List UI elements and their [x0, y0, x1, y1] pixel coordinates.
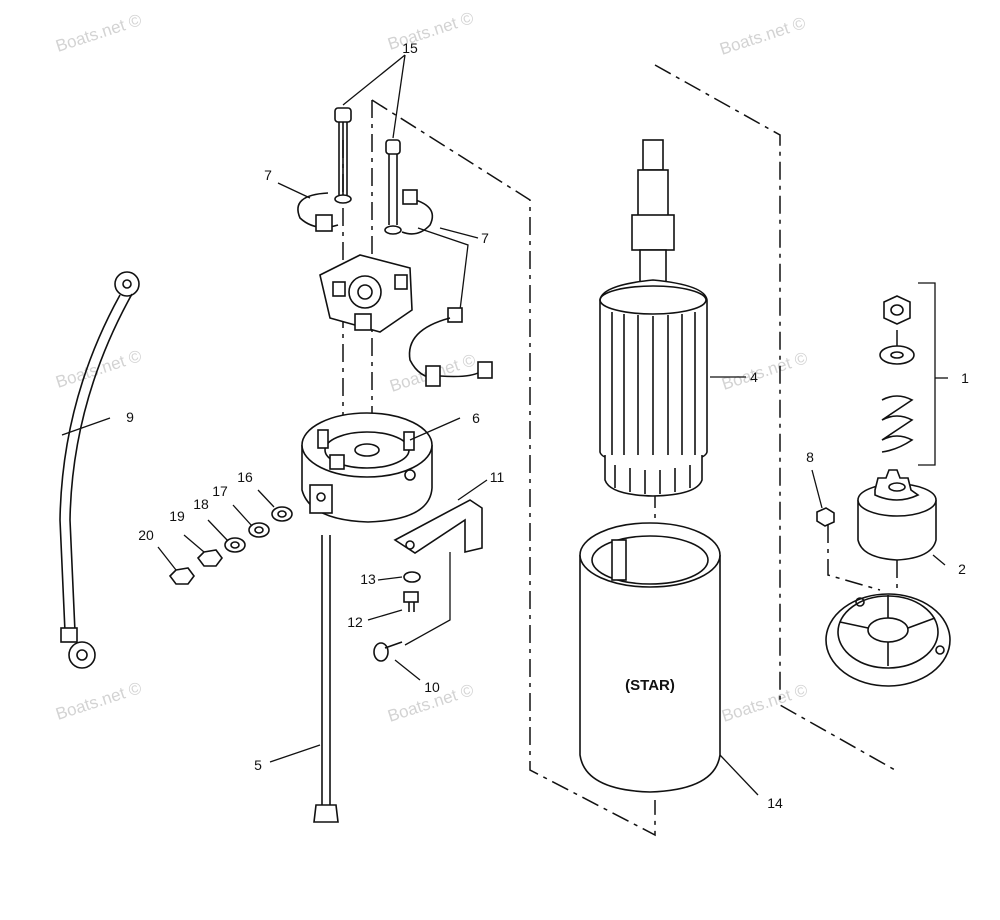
callout-17: 17	[212, 483, 228, 499]
brush-lead	[408, 227, 493, 387]
callout-7: 7	[264, 167, 272, 183]
watermark: Boats.net ©	[719, 680, 810, 726]
callout-19: 19	[169, 508, 185, 524]
callout-18: 18	[193, 496, 209, 512]
mounting-bracket	[373, 499, 483, 662]
battery-cable	[59, 271, 140, 669]
callout-1: 1	[961, 370, 969, 386]
pinion-gear	[857, 469, 937, 561]
watermark: Boats.net ©	[53, 678, 144, 724]
callout-13: 13	[360, 571, 376, 587]
watermark: Boats.net ©	[719, 348, 810, 394]
callout-10: 10	[424, 679, 440, 695]
callout-12: 12	[347, 614, 363, 630]
callout-9: 9	[126, 409, 134, 425]
motor-housing: (STAR)	[579, 522, 721, 793]
through-bolt	[313, 535, 339, 823]
callout-4: 4	[750, 369, 758, 385]
watermark: Boats.net ©	[53, 346, 144, 392]
watermark: Boats.net ©	[717, 13, 808, 59]
watermark: Boats.net ©	[53, 10, 144, 56]
housing-label: (STAR)	[625, 677, 675, 694]
callout-16: 16	[237, 469, 253, 485]
drive-end-plate	[825, 593, 951, 687]
leader-lines	[61, 54, 948, 796]
screws	[334, 107, 402, 235]
watermark: Boats.net ©	[385, 8, 476, 54]
callout-5: 5	[254, 757, 262, 773]
armature	[599, 139, 708, 497]
callout-numbers: 15 7 7 1 4 9 6 8 11 16 17 18 19 20 2 13 …	[126, 40, 969, 811]
callout-15: 15	[402, 40, 418, 56]
drive-spring-stack	[879, 295, 915, 453]
callout-7: 7	[481, 230, 489, 246]
terminal-hardware	[168, 506, 293, 585]
callout-14: 14	[767, 795, 783, 811]
callout-8: 8	[806, 449, 814, 465]
brush-plate	[319, 254, 413, 333]
end-cap	[301, 412, 433, 523]
brush-springs	[297, 189, 434, 235]
callout-20: 20	[138, 527, 154, 543]
callout-2: 2	[958, 561, 966, 577]
callout-6: 6	[472, 410, 480, 426]
callout-11: 11	[490, 469, 505, 485]
small-nut	[816, 507, 835, 527]
